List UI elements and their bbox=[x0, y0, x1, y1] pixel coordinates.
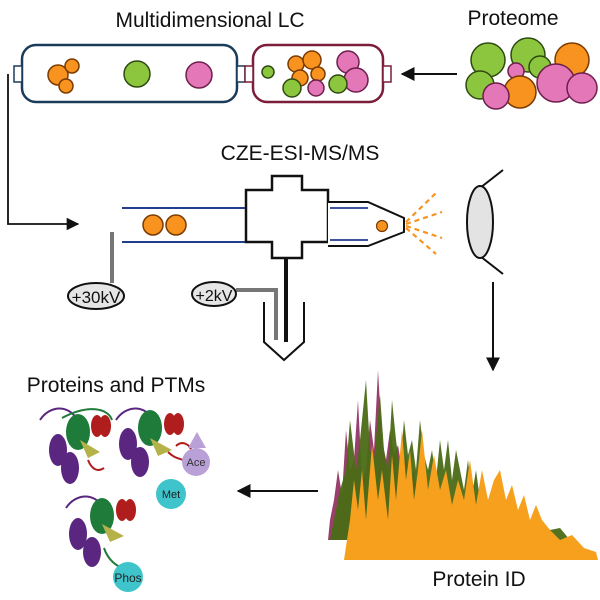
ms-inlet bbox=[466, 169, 504, 275]
phosphorylation-label: Phos bbox=[114, 571, 141, 585]
methylation-label: Met bbox=[162, 489, 180, 501]
ptm-title: Proteins and PTMs bbox=[27, 374, 206, 397]
acetylation-label: Ace bbox=[187, 457, 206, 469]
esi-emitter bbox=[328, 201, 405, 247]
lc-column-1 bbox=[13, 43, 246, 104]
protein-id-label: Protein ID bbox=[432, 568, 525, 591]
transfer-arrow bbox=[7, 74, 80, 231]
protein-structure-3 bbox=[65, 495, 136, 571]
separation-capillary bbox=[122, 207, 246, 243]
proteome-cluster bbox=[465, 37, 598, 110]
phosphorylation-marker bbox=[113, 562, 143, 592]
methylation-marker bbox=[156, 479, 186, 509]
low-voltage-badge bbox=[191, 281, 237, 307]
cze-title: CZE-ESI-MS/MS bbox=[221, 142, 380, 165]
acetylation-marker bbox=[182, 432, 210, 476]
protein-structure-2 bbox=[115, 407, 193, 477]
cross-junction bbox=[244, 174, 330, 260]
sheath-liquid-reservoir bbox=[236, 258, 305, 362]
electrospray-plume bbox=[405, 192, 443, 255]
low-voltage-label: +2kV bbox=[196, 288, 233, 305]
proteome-title: Proteome bbox=[467, 7, 558, 30]
lc-title: Multidimensional LC bbox=[115, 9, 304, 32]
high-voltage-label: +30kV bbox=[72, 288, 121, 307]
high-voltage-badge bbox=[67, 282, 125, 310]
mass-spectrum-plot bbox=[328, 370, 598, 560]
protein-structure-1 bbox=[39, 407, 113, 484]
lc-column-2 bbox=[244, 43, 392, 104]
